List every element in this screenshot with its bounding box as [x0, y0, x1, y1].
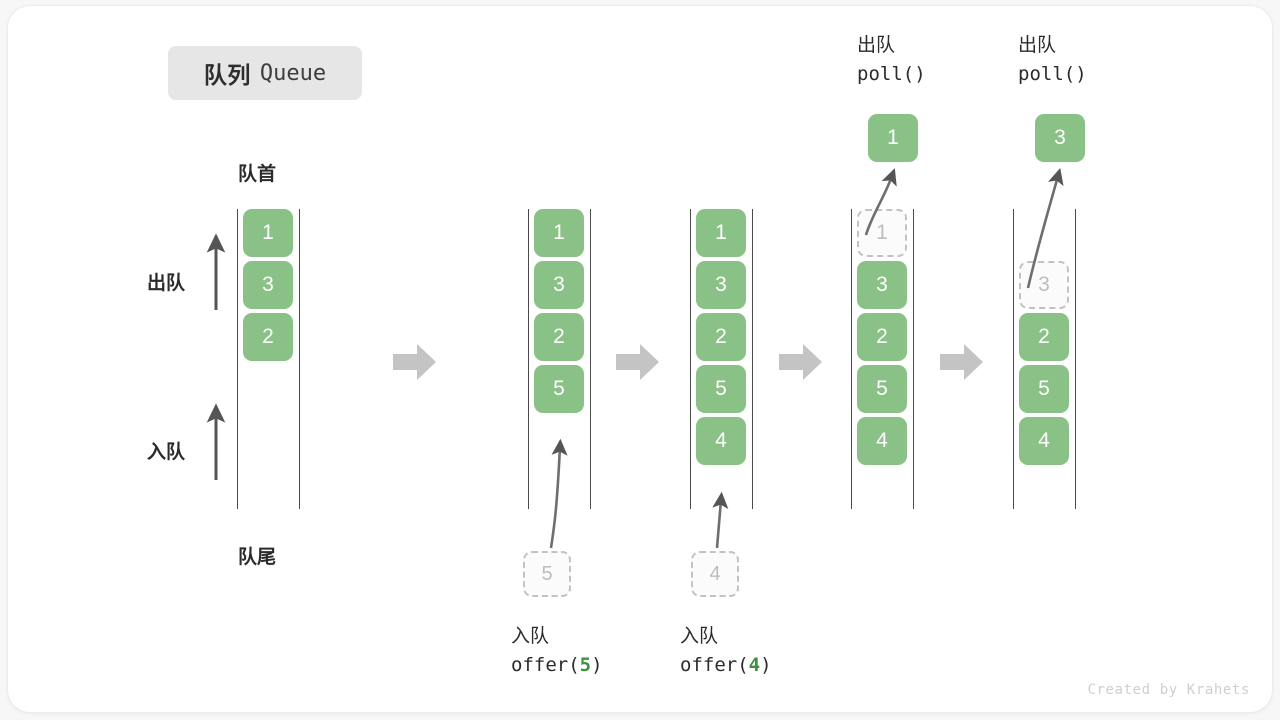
call-prefix: poll(: [1018, 63, 1076, 86]
operation-caption-poll-1: 出队 poll(): [857, 31, 926, 90]
queue-slot: 2: [857, 313, 907, 361]
queue-column-after-offer-5: 1 3 2 5: [528, 209, 591, 509]
dequeue-direction-label: 出队: [147, 273, 186, 294]
queue-slot: 3: [243, 261, 293, 309]
rail-left: [528, 209, 529, 509]
queue-slot: 5: [534, 365, 584, 413]
queue-slot: 1: [534, 209, 584, 257]
rail-left: [1013, 209, 1014, 509]
watermark: Created by Krahets: [1087, 682, 1250, 698]
rail-left: [237, 209, 238, 509]
queue-slot: 1: [243, 209, 293, 257]
queue-slot: 3: [696, 261, 746, 309]
queue-column-after-offer-4: 1 3 2 5 4: [690, 209, 753, 509]
rail-right: [1075, 209, 1076, 509]
rail-right: [299, 209, 300, 509]
queue-slot: 3: [534, 261, 584, 309]
queue-slot: 2: [696, 313, 746, 361]
call-prefix: offer(: [680, 654, 749, 677]
operation-call: offer(4): [680, 651, 772, 680]
call-prefix: offer(: [511, 654, 580, 677]
queue-slot-removed: 1: [857, 209, 907, 257]
queue-column-poll-3: 3 2 5 4: [1013, 209, 1076, 509]
operation-name: 入队: [680, 626, 719, 647]
call-suffix: ): [591, 654, 603, 677]
operation-call: offer(5): [511, 651, 603, 680]
queue-column-initial: 1 3 2: [237, 209, 300, 509]
queue-tail-label: 队尾: [238, 547, 277, 568]
call-prefix: poll(: [857, 63, 915, 86]
operation-caption-offer-4: 入队 offer(4): [680, 622, 772, 681]
step-arrow-icon: [393, 342, 437, 382]
queue-head-label: 队首: [238, 164, 277, 185]
queue-slot: 4: [857, 417, 907, 465]
title-english: Queue: [259, 60, 327, 86]
incoming-element-ghost: 4: [691, 551, 739, 597]
queue-slot: 5: [1019, 365, 1069, 413]
queue-slot-removed: 3: [1019, 261, 1069, 309]
queue-column-poll-1: 1 3 2 5 4: [851, 209, 914, 509]
rail-left: [851, 209, 852, 509]
incoming-element-ghost: 5: [523, 551, 571, 597]
rail-right: [752, 209, 753, 509]
rail-right: [913, 209, 914, 509]
popped-element: 3: [1035, 114, 1085, 162]
queue-slot: 1: [696, 209, 746, 257]
title-chinese: 队列: [203, 62, 251, 88]
operation-name: 出队: [1018, 35, 1057, 56]
operation-caption-offer-5: 入队 offer(5): [511, 622, 603, 681]
queue-slot: 4: [1019, 417, 1069, 465]
queue-slot: 4: [696, 417, 746, 465]
queue-slot: 3: [857, 261, 907, 309]
popped-element: 1: [868, 114, 918, 162]
operation-caption-poll-3: 出队 poll(): [1018, 31, 1087, 90]
queue-slot: 5: [857, 365, 907, 413]
call-suffix: ): [914, 63, 926, 86]
queue-slot: 2: [243, 313, 293, 361]
queue-slot: 2: [534, 313, 584, 361]
call-value: 4: [748, 654, 761, 677]
call-suffix: ): [1075, 63, 1087, 86]
call-suffix: ): [760, 654, 772, 677]
rail-right: [590, 209, 591, 509]
operation-call: poll(): [1018, 60, 1087, 89]
diagram-title-badge: 队列 Queue: [168, 46, 362, 100]
step-arrow-icon: [779, 342, 823, 382]
queue-slot: 5: [696, 365, 746, 413]
enqueue-direction-label: 入队: [147, 442, 186, 463]
step-arrow-icon: [940, 342, 984, 382]
rail-left: [690, 209, 691, 509]
step-arrow-icon: [616, 342, 660, 382]
operation-name: 入队: [511, 626, 550, 647]
queue-slot: 2: [1019, 313, 1069, 361]
operation-name: 出队: [857, 35, 896, 56]
operation-call: poll(): [857, 60, 926, 89]
call-value: 5: [579, 654, 592, 677]
